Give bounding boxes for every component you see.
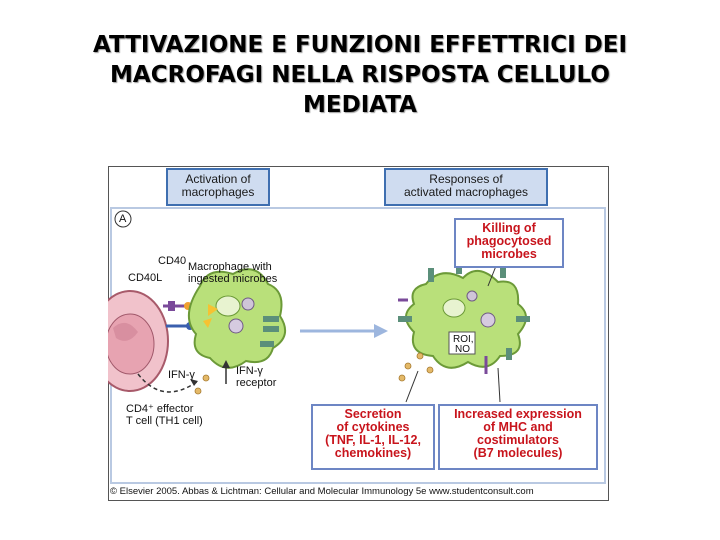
ifn-receptor-label-line-2: receptor [236,377,276,389]
macrophage-label-line-1: Macrophage with [188,261,272,273]
title-line-2: MACROFAGI NELLA RISPOSTA CELLULO [0,60,720,90]
cd40l-label: CD40L [128,272,162,284]
tcell-label-line-1: CD4⁺ effector [126,403,193,415]
cd40-label: CD40 [158,255,186,267]
copyright-notice: © Elsevier 2005. Abbas & Lichtman: Cellu… [110,486,609,497]
ifn-receptor-label-line-1: IFN-γ [236,365,263,377]
secretion-line-4: chemokines) [313,447,433,460]
header-activation-box: Activation of macrophages [166,168,270,206]
header-responses-line-2: activated macrophages [386,186,546,199]
macrophage-label-line-2: ingested microbes [188,273,277,285]
expression-line-4: (B7 molecules) [440,447,596,460]
secretion-box: Secretion of cytokines (TNF, IL-1, IL-12… [311,404,435,470]
slide-title: ATTIVAZIONE E FUNZIONI EFFETTRICI DEI MA… [0,30,720,120]
no-label: NO [455,344,470,356]
panel-letter: A [119,213,126,225]
killing-box: Killing of phagocytosed microbes [454,218,564,268]
header-activation-line-2: macrophages [168,186,268,199]
killing-line-3: microbes [456,248,562,261]
expression-box: Increased expression of MHC and costimul… [438,404,598,470]
macrophage-activation-figure: A Activation of macrophages Responses of… [108,166,609,501]
tcell-label-line-2: T cell (TH1 cell) [126,415,203,427]
title-line-3: MEDIATA [0,90,720,120]
ifn-gamma-label: IFN-γ [168,369,195,381]
title-line-1: ATTIVAZIONE E FUNZIONI EFFETTRICI DEI [0,30,720,60]
header-responses-box: Responses of activated macrophages [384,168,548,206]
